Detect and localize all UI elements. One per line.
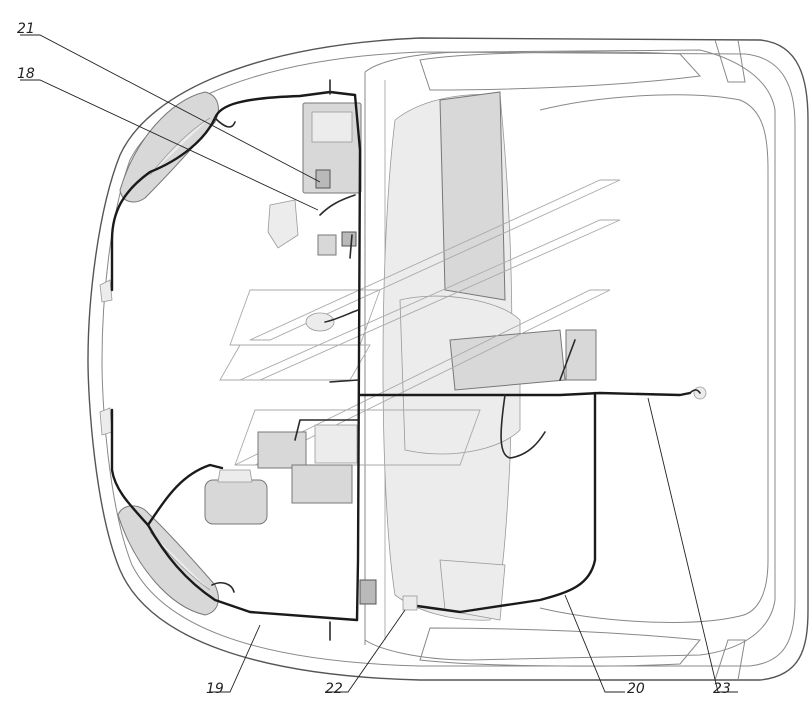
harness-ground-point (359, 579, 418, 611)
brake-booster (305, 312, 335, 332)
leader-lines (20, 34, 738, 693)
turn-signal-top (99, 279, 113, 303)
callout-labels: 21 18 19 22 20 23 (17, 21, 731, 697)
callout-19: 19 (206, 681, 224, 697)
battery (204, 469, 268, 525)
turn-signal-bottom (99, 407, 113, 436)
abs-module (257, 424, 358, 504)
callout-20: 20 (627, 681, 645, 697)
fuse-box-center (565, 329, 597, 381)
front-wiring-harness (110, 90, 362, 622)
callout-21: 21 (17, 21, 35, 37)
floor-wiring-harness (358, 339, 701, 614)
headlamp-top (119, 91, 219, 203)
engine-harness-branches (294, 79, 359, 641)
callout-18: 18 (17, 66, 35, 82)
relay-block (302, 102, 362, 194)
callout-22: 22 (325, 681, 343, 697)
expansion-tank (267, 199, 299, 249)
callout-23: 23 (713, 681, 731, 697)
headlamp-bottom (117, 505, 219, 616)
dashboard-panel (382, 91, 566, 621)
